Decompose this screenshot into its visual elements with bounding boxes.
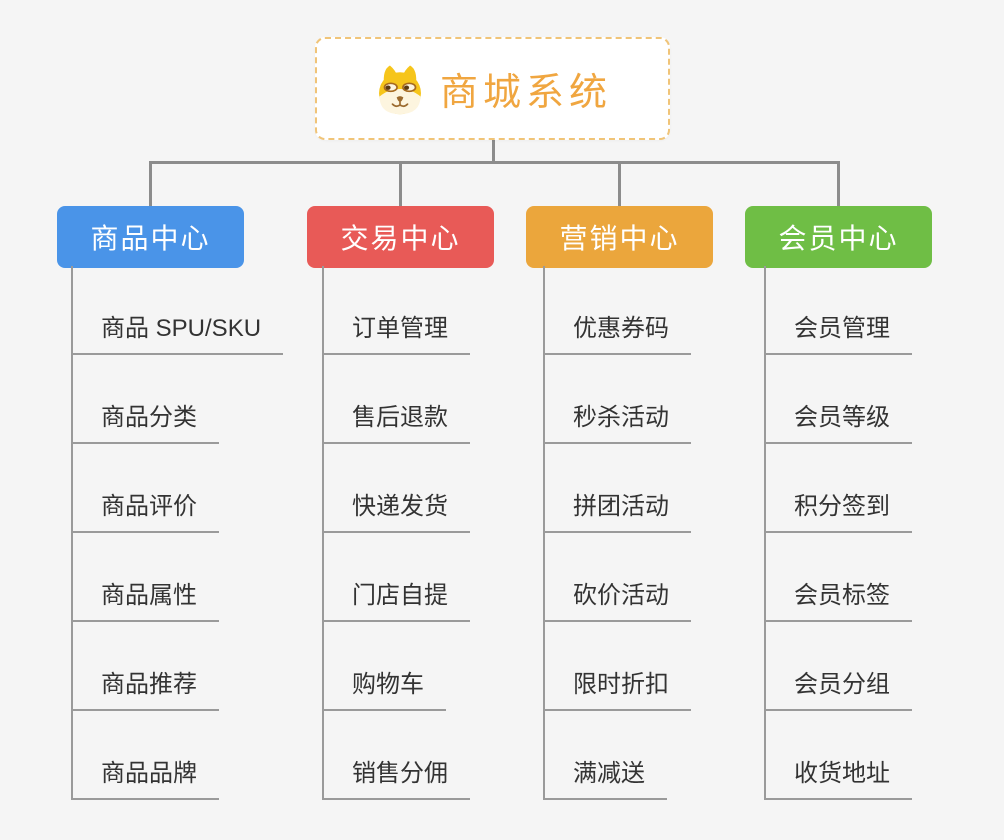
child-topic[interactable]: 会员分组 <box>766 670 912 711</box>
branch-children-product-center: 商品 SPU/SKU 商品分类 商品评价 商品属性 商品推荐 商品品牌 <box>71 266 284 800</box>
child-topic-row: 销售分佣 <box>324 711 470 800</box>
branch-label: 交易中心 <box>340 223 461 254</box>
child-topic[interactable]: 商品推荐 <box>73 670 219 711</box>
child-topic[interactable]: 商品 SPU/SKU <box>73 314 284 355</box>
child-topic[interactable]: 限时折扣 <box>545 670 691 711</box>
child-topic-row: 会员标签 <box>766 533 912 622</box>
child-topic-row: 会员等级 <box>766 355 912 444</box>
child-topic-row: 满减送 <box>545 711 691 800</box>
child-topic[interactable]: 优惠券码 <box>545 314 691 355</box>
child-topic-row: 商品评价 <box>73 444 283 533</box>
branch-node-trade-center[interactable]: 交易中心 <box>307 206 494 268</box>
child-topic[interactable]: 购物车 <box>324 670 446 711</box>
child-topic[interactable]: 会员等级 <box>766 403 912 444</box>
branch-node-product-center[interactable]: 商品中心 <box>57 206 244 268</box>
child-topic-row: 优惠券码 <box>545 266 691 355</box>
child-topic[interactable]: 满减送 <box>545 759 667 800</box>
child-topic[interactable]: 商品评价 <box>73 492 219 533</box>
child-topic-row: 商品推荐 <box>73 622 283 711</box>
branch-label: 会员中心 <box>778 223 899 254</box>
root-title: 商城系统 <box>439 72 612 114</box>
child-topic-row: 商品属性 <box>73 533 283 622</box>
branch-children-marketing-center: 优惠券码 秒杀活动 拼团活动 砍价活动 限时折扣 满减送 <box>543 266 691 800</box>
branch-node-marketing-center[interactable]: 营销中心 <box>526 206 713 268</box>
child-topic[interactable]: 快递发货 <box>324 492 470 533</box>
child-topic-row: 商品品牌 <box>73 711 283 800</box>
dog-face-icon <box>373 63 427 115</box>
child-topic-row: 门店自提 <box>324 533 470 622</box>
child-topic[interactable]: 门店自提 <box>324 581 470 622</box>
child-topic[interactable]: 拼团活动 <box>545 492 691 533</box>
child-topic-row: 会员分组 <box>766 622 912 711</box>
child-topic-row: 积分签到 <box>766 444 912 533</box>
child-topic[interactable]: 售后退款 <box>324 403 470 444</box>
child-topic-row: 快递发货 <box>324 444 470 533</box>
connector-drop-product-center <box>149 161 152 206</box>
child-topic-row: 限时折扣 <box>545 622 691 711</box>
child-topic-row: 会员管理 <box>766 266 912 355</box>
child-topic-row: 拼团活动 <box>545 444 691 533</box>
child-topic[interactable]: 商品属性 <box>73 581 219 622</box>
branch-node-member-center[interactable]: 会员中心 <box>745 206 932 268</box>
child-topic[interactable]: 销售分佣 <box>324 759 470 800</box>
child-topic-row: 收货地址 <box>766 711 912 800</box>
child-topic-row: 砍价活动 <box>545 533 691 622</box>
child-topic[interactable]: 会员标签 <box>766 581 912 622</box>
child-topic[interactable]: 收货地址 <box>766 759 912 800</box>
child-topic[interactable]: 砍价活动 <box>545 581 691 622</box>
connector-drop-marketing-center <box>618 161 621 206</box>
branch-label: 营销中心 <box>559 223 680 254</box>
child-topic[interactable]: 商品分类 <box>73 403 219 444</box>
child-topic-row: 秒杀活动 <box>545 355 691 444</box>
connector-bus <box>149 161 840 164</box>
branch-children-trade-center: 订单管理 售后退款 快递发货 门店自提 购物车 销售分佣 <box>322 266 470 800</box>
connector-root-stem <box>492 140 495 162</box>
child-topic-row: 商品分类 <box>73 355 283 444</box>
child-topic[interactable]: 积分签到 <box>766 492 912 533</box>
child-topic-row: 商品 SPU/SKU <box>73 266 284 355</box>
child-topic[interactable]: 会员管理 <box>766 314 912 355</box>
branch-children-member-center: 会员管理 会员等级 积分签到 会员标签 会员分组 收货地址 <box>764 266 912 800</box>
child-topic[interactable]: 商品品牌 <box>73 759 219 800</box>
root-node[interactable]: 商城系统 <box>315 37 670 140</box>
connector-drop-member-center <box>837 161 840 206</box>
child-topic[interactable]: 秒杀活动 <box>545 403 691 444</box>
connector-drop-trade-center <box>399 161 402 206</box>
child-topic-row: 订单管理 <box>324 266 470 355</box>
child-topic[interactable]: 订单管理 <box>324 314 470 355</box>
branch-label: 商品中心 <box>90 223 211 254</box>
child-topic-row: 购物车 <box>324 622 470 711</box>
child-topic-row: 售后退款 <box>324 355 470 444</box>
